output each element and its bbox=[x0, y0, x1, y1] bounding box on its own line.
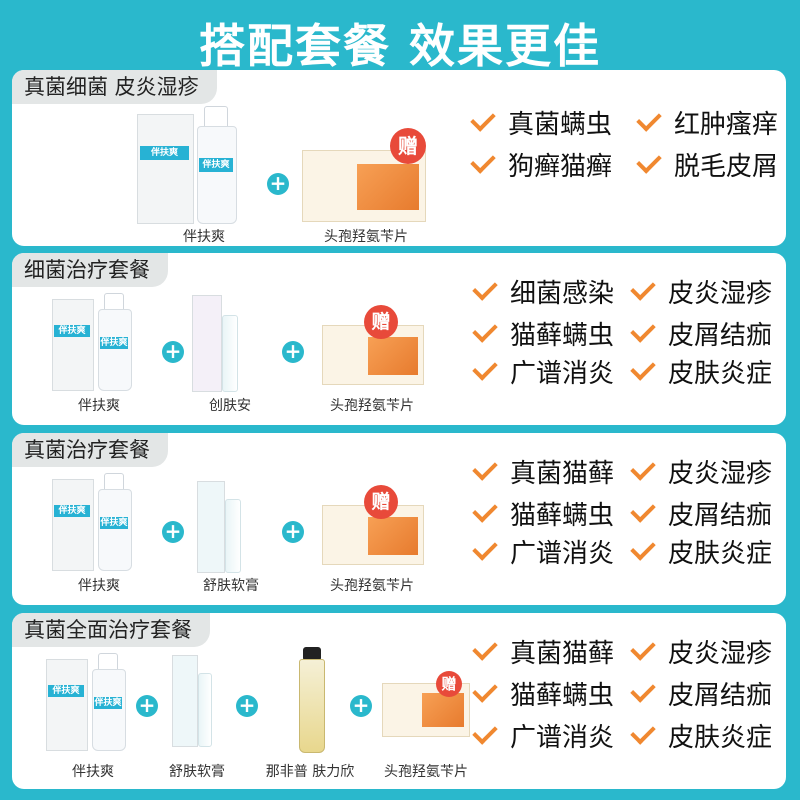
product-image-chuangfuan bbox=[192, 295, 262, 395]
feature-item: 猫藓螨虫 bbox=[472, 495, 614, 532]
plus-icon: + bbox=[162, 521, 184, 543]
page-title: 搭配套餐 效果更佳 bbox=[198, 19, 601, 73]
feature-item: 红肿瘙痒 bbox=[636, 104, 778, 141]
product-name: 头孢羟氨苄片 bbox=[330, 398, 414, 414]
feature-item: 广谱消炎 bbox=[472, 717, 614, 754]
product-name: 头孢羟氨苄片 bbox=[330, 578, 414, 594]
product-name: 头孢羟氨苄片 bbox=[384, 764, 468, 780]
feature-item: 狗癣猫癣 bbox=[470, 146, 612, 183]
bundle-products: 伴扶爽 伴扶爽 伴扶爽 + 创肤安 + 赠 头孢羟氨苄片 bbox=[12, 253, 482, 425]
product-image-banfushuang: 伴扶爽 伴扶爽 bbox=[52, 473, 152, 583]
check-icon bbox=[470, 106, 496, 132]
gift-badge: 赠 bbox=[436, 671, 462, 697]
bundle-label: 真菌治疗套餐 bbox=[12, 433, 168, 467]
check-icon bbox=[636, 148, 662, 174]
product-name: 舒肤软膏 bbox=[203, 578, 259, 594]
plus-icon: + bbox=[282, 521, 304, 543]
feature-item: 细菌感染 bbox=[472, 273, 614, 310]
check-icon bbox=[472, 355, 498, 381]
feature-item: 广谱消炎 bbox=[472, 353, 614, 390]
plus-icon: + bbox=[350, 695, 372, 717]
feature-item: 真菌螨虫 bbox=[470, 104, 612, 141]
check-icon bbox=[636, 106, 662, 132]
check-icon bbox=[470, 148, 496, 174]
feature-item: 皮炎湿疹 bbox=[630, 273, 772, 310]
check-icon bbox=[630, 355, 656, 381]
bundle-label: 细菌治疗套餐 bbox=[12, 253, 168, 287]
product-name: 那非普 肤力欣 bbox=[265, 764, 355, 780]
bundle-card-4: 真菌全面治疗套餐 伴扶爽 伴扶爽 伴扶爽 + 舒肤软膏 + 那非普 肤力欣 + … bbox=[12, 613, 786, 789]
feature-item: 广谱消炎 bbox=[472, 533, 614, 570]
check-icon bbox=[472, 677, 498, 703]
feature-item: 皮屑结痂 bbox=[630, 675, 772, 712]
feature-item: 皮肤炎症 bbox=[630, 353, 772, 390]
feature-item: 真菌猫藓 bbox=[472, 633, 614, 670]
product-name: 伴扶爽 bbox=[78, 578, 120, 594]
check-icon bbox=[630, 455, 656, 481]
feature-item: 皮炎湿疹 bbox=[630, 633, 772, 670]
check-icon bbox=[472, 275, 498, 301]
check-icon bbox=[472, 635, 498, 661]
feature-item: 皮屑结痂 bbox=[630, 495, 772, 532]
check-icon bbox=[472, 497, 498, 523]
product-name: 伴扶爽 bbox=[183, 229, 225, 245]
bundle-products: 伴扶爽 伴扶爽 伴扶爽 + 舒肤软膏 + 赠 头孢羟氨苄片 bbox=[12, 433, 482, 605]
product-image-shufu bbox=[172, 655, 232, 751]
bundle-card-3: 真菌治疗套餐 伴扶爽 伴扶爽 伴扶爽 + 舒肤软膏 + 赠 头孢羟氨苄片 真菌猫… bbox=[12, 433, 786, 605]
bundle-products: 伴扶爽 伴扶爽 伴扶爽 + 舒肤软膏 + 那非普 肤力欣 + 赠 头孢羟氨苄片 bbox=[12, 613, 482, 789]
feature-item: 皮肤炎症 bbox=[630, 717, 772, 754]
feature-item: 猫藓螨虫 bbox=[472, 315, 614, 352]
check-icon bbox=[630, 719, 656, 745]
gift-badge: 赠 bbox=[364, 485, 398, 519]
plus-icon: + bbox=[236, 695, 258, 717]
check-icon bbox=[472, 455, 498, 481]
product-name: 舒肤软膏 bbox=[169, 764, 225, 780]
gift-badge: 赠 bbox=[364, 305, 398, 339]
bundle-label: 真菌全面治疗套餐 bbox=[12, 613, 210, 647]
plus-icon: + bbox=[162, 341, 184, 363]
product-image-tablets bbox=[322, 325, 432, 385]
feature-item: 皮炎湿疹 bbox=[630, 453, 772, 490]
bundle-card-1: 真菌细菌 皮炎湿疹 伴扶爽 伴扶爽 伴扶爽 + 赠 赠 头孢羟氨苄片 真菌螨虫 … bbox=[12, 70, 786, 246]
product-name: 创肤安 bbox=[209, 398, 251, 414]
check-icon bbox=[630, 677, 656, 703]
product-name: 头孢羟氨苄片 bbox=[324, 229, 408, 245]
bundle-card-2: 细菌治疗套餐 伴扶爽 伴扶爽 伴扶爽 + 创肤安 + 赠 头孢羟氨苄片 细菌感染… bbox=[12, 253, 786, 425]
product-image-banfushuang: 伴扶爽 伴扶爽 bbox=[52, 293, 152, 403]
feature-item: 猫藓螨虫 bbox=[472, 675, 614, 712]
check-icon bbox=[472, 719, 498, 745]
product-name: 伴扶爽 bbox=[78, 398, 120, 414]
product-image-banfushuang: 伴扶爽 伴扶爽 bbox=[137, 106, 247, 246]
bundle-label: 真菌细菌 皮炎湿疹 bbox=[12, 70, 217, 104]
product-image-shufu bbox=[197, 481, 267, 575]
gift-badge: 赠 bbox=[390, 128, 426, 164]
bundle-products: 伴扶爽 伴扶爽 伴扶爽 + 赠 赠 头孢羟氨苄片 bbox=[12, 70, 482, 246]
check-icon bbox=[472, 535, 498, 561]
feature-item: 脱毛皮屑 bbox=[636, 146, 778, 183]
check-icon bbox=[630, 635, 656, 661]
check-icon bbox=[472, 317, 498, 343]
plus-icon: + bbox=[282, 341, 304, 363]
product-name: 伴扶爽 bbox=[72, 764, 114, 780]
check-icon bbox=[630, 535, 656, 561]
check-icon bbox=[630, 497, 656, 523]
feature-item: 皮屑结痂 bbox=[630, 315, 772, 352]
feature-item: 真菌猫藓 bbox=[472, 453, 614, 490]
check-icon bbox=[630, 275, 656, 301]
product-image-oil bbox=[297, 647, 327, 757]
feature-item: 皮肤炎症 bbox=[630, 533, 772, 570]
product-image-banfushuang: 伴扶爽 伴扶爽 bbox=[46, 653, 146, 763]
plus-icon: + bbox=[267, 173, 289, 195]
plus-icon: + bbox=[136, 695, 158, 717]
check-icon bbox=[630, 317, 656, 343]
